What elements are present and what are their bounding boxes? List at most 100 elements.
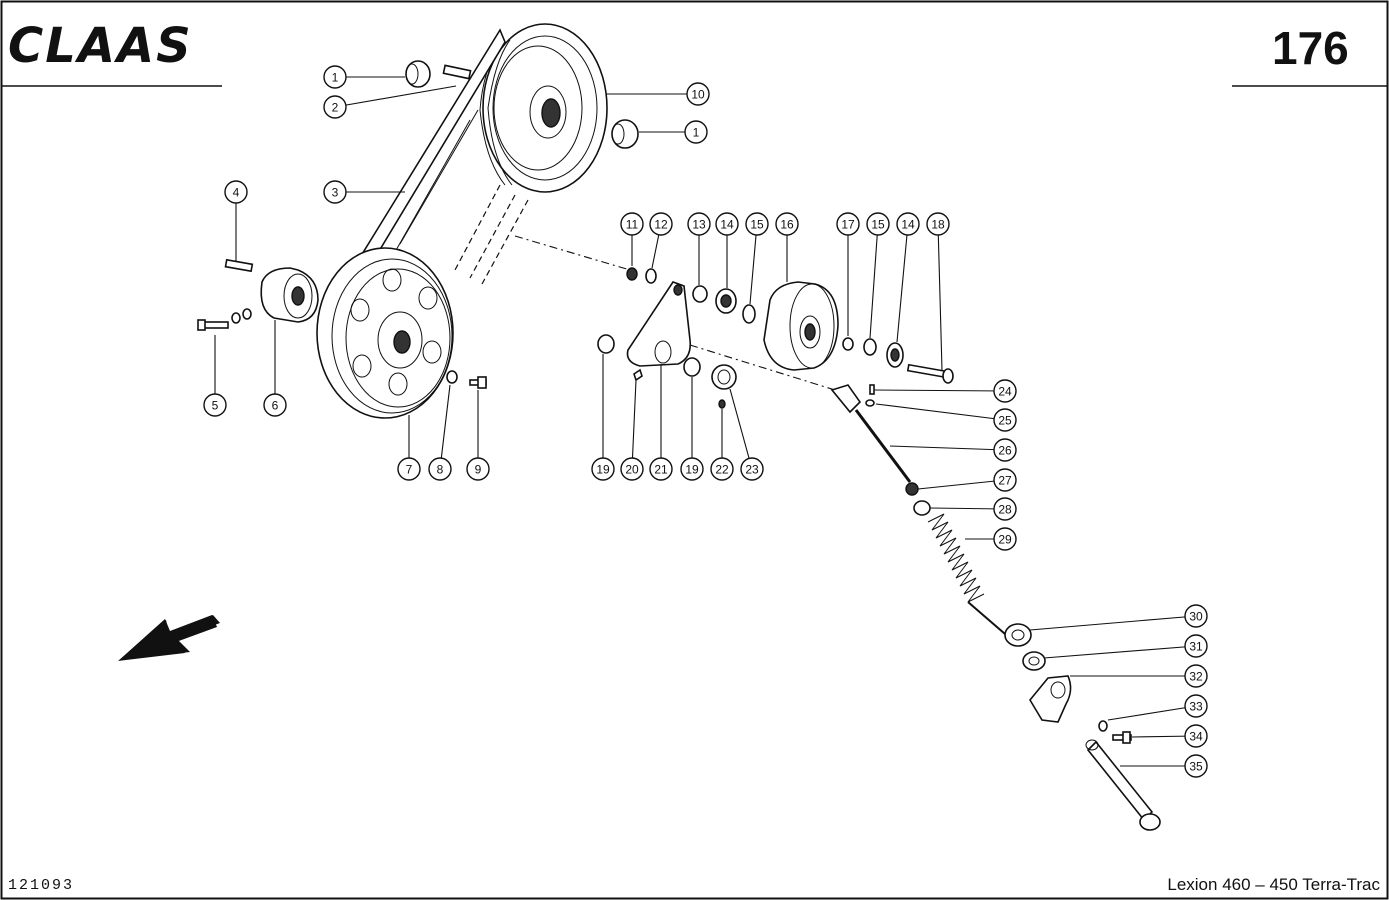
callout-1: 1 <box>323 65 405 89</box>
callout-leader <box>1029 615 1197 631</box>
callout-30: 30 <box>1029 604 1208 631</box>
callout-circle <box>1184 664 1208 688</box>
callout-4: 4 <box>224 180 248 262</box>
callout-leader <box>889 445 1006 451</box>
callout-label: 16 <box>780 218 794 232</box>
callout-leader <box>896 223 909 343</box>
callout-label: 33 <box>1189 700 1203 714</box>
circlip-15b <box>863 338 877 356</box>
hub-screw <box>197 308 252 331</box>
nut-22 <box>718 399 726 409</box>
circlip-15a <box>742 304 756 324</box>
callout-circle <box>620 212 644 236</box>
callout-label: 12 <box>654 218 668 232</box>
callout-label: 1 <box>693 126 700 140</box>
callout-14: 14 <box>896 212 920 343</box>
callout-circle <box>993 379 1017 403</box>
callout-circle <box>680 457 704 481</box>
callout-label: 15 <box>750 218 764 232</box>
callout-circle <box>1184 604 1208 628</box>
callout-label: 14 <box>720 218 734 232</box>
pin-2 <box>442 64 472 80</box>
washer-33 <box>1098 720 1108 732</box>
callout-label: 24 <box>998 385 1012 399</box>
callout-label: 5 <box>212 399 219 413</box>
callout-15: 15 <box>745 212 769 305</box>
centerline-2 <box>689 344 836 391</box>
callout-leader <box>631 379 637 470</box>
callout-label: 25 <box>998 414 1012 428</box>
page-number: 176 <box>1272 22 1349 74</box>
callout-label: 31 <box>1189 640 1203 654</box>
callout-circle <box>993 497 1017 521</box>
callout-19: 19 <box>680 377 704 481</box>
tension-rod-26 <box>854 409 912 483</box>
callout-5: 5 <box>203 335 227 417</box>
callout-24: 24 <box>873 379 1017 403</box>
callout-label: 35 <box>1189 760 1203 774</box>
upper-pulley <box>479 23 608 193</box>
centerline <box>514 235 631 271</box>
grease-nipple-20 <box>633 368 643 382</box>
callout-label: 13 <box>692 218 706 232</box>
callout-21: 21 <box>649 364 673 481</box>
callout-leader <box>937 223 943 371</box>
callout-19: 19 <box>591 354 615 481</box>
callout-circle <box>866 212 890 236</box>
callout-label: 18 <box>931 218 945 232</box>
brand-logo: CLAAS <box>8 18 193 74</box>
callout-label: 19 <box>685 463 699 477</box>
callout-label: 27 <box>998 474 1012 488</box>
callout-26: 26 <box>889 438 1017 462</box>
callout-circle <box>323 180 347 204</box>
callout-15: 15 <box>866 212 890 339</box>
bush-top <box>405 60 431 88</box>
callout-circle <box>649 457 673 481</box>
washer-28 <box>913 500 931 516</box>
bearing-14a <box>715 288 737 314</box>
drawing-number: 121093 <box>8 877 74 894</box>
callout-17: 17 <box>836 212 860 336</box>
callout-circle <box>993 468 1017 492</box>
callout-circle <box>745 212 769 236</box>
callout-22: 22 <box>710 409 734 481</box>
bolt-18 <box>906 363 954 384</box>
callout-2: 2 <box>323 85 457 119</box>
callout-33: 33 <box>1107 694 1208 721</box>
callout-label: 9 <box>475 463 482 477</box>
nut-11 <box>626 267 638 281</box>
callout-circle <box>715 212 739 236</box>
callout-circle <box>649 212 673 236</box>
callout-circle <box>775 212 799 236</box>
callout-label: 4 <box>233 186 240 200</box>
callout-35: 35 <box>1120 754 1208 778</box>
callout-label: 19 <box>596 463 610 477</box>
callout-circle <box>896 212 920 236</box>
pin-35 <box>1085 739 1161 831</box>
bush-23 <box>711 364 737 390</box>
direction-arrow-icon <box>118 615 220 661</box>
callout-label: 28 <box>998 503 1012 517</box>
callout-leader <box>439 384 451 470</box>
callout-25: 25 <box>875 403 1017 432</box>
callout-circle <box>740 457 764 481</box>
callout-32: 32 <box>1070 664 1208 688</box>
callout-label: 8 <box>437 463 444 477</box>
callout-10: 10 <box>606 82 710 106</box>
washer-8 <box>446 370 458 384</box>
callout-circle <box>1184 754 1208 778</box>
callout-12: 12 <box>649 212 673 269</box>
callout-circle <box>397 457 421 481</box>
callout-label: 23 <box>745 463 759 477</box>
callout-circle <box>836 212 860 236</box>
bush-19b <box>683 357 701 377</box>
bearing-14b <box>886 342 904 368</box>
nut-27 <box>905 482 919 496</box>
callout-leader <box>929 507 1006 510</box>
model-name: Lexion 460 – 450 Terra-Trac <box>1167 875 1380 894</box>
tension-arm <box>626 281 692 367</box>
callout-11: 11 <box>620 212 644 266</box>
idler-pulley <box>763 281 839 371</box>
